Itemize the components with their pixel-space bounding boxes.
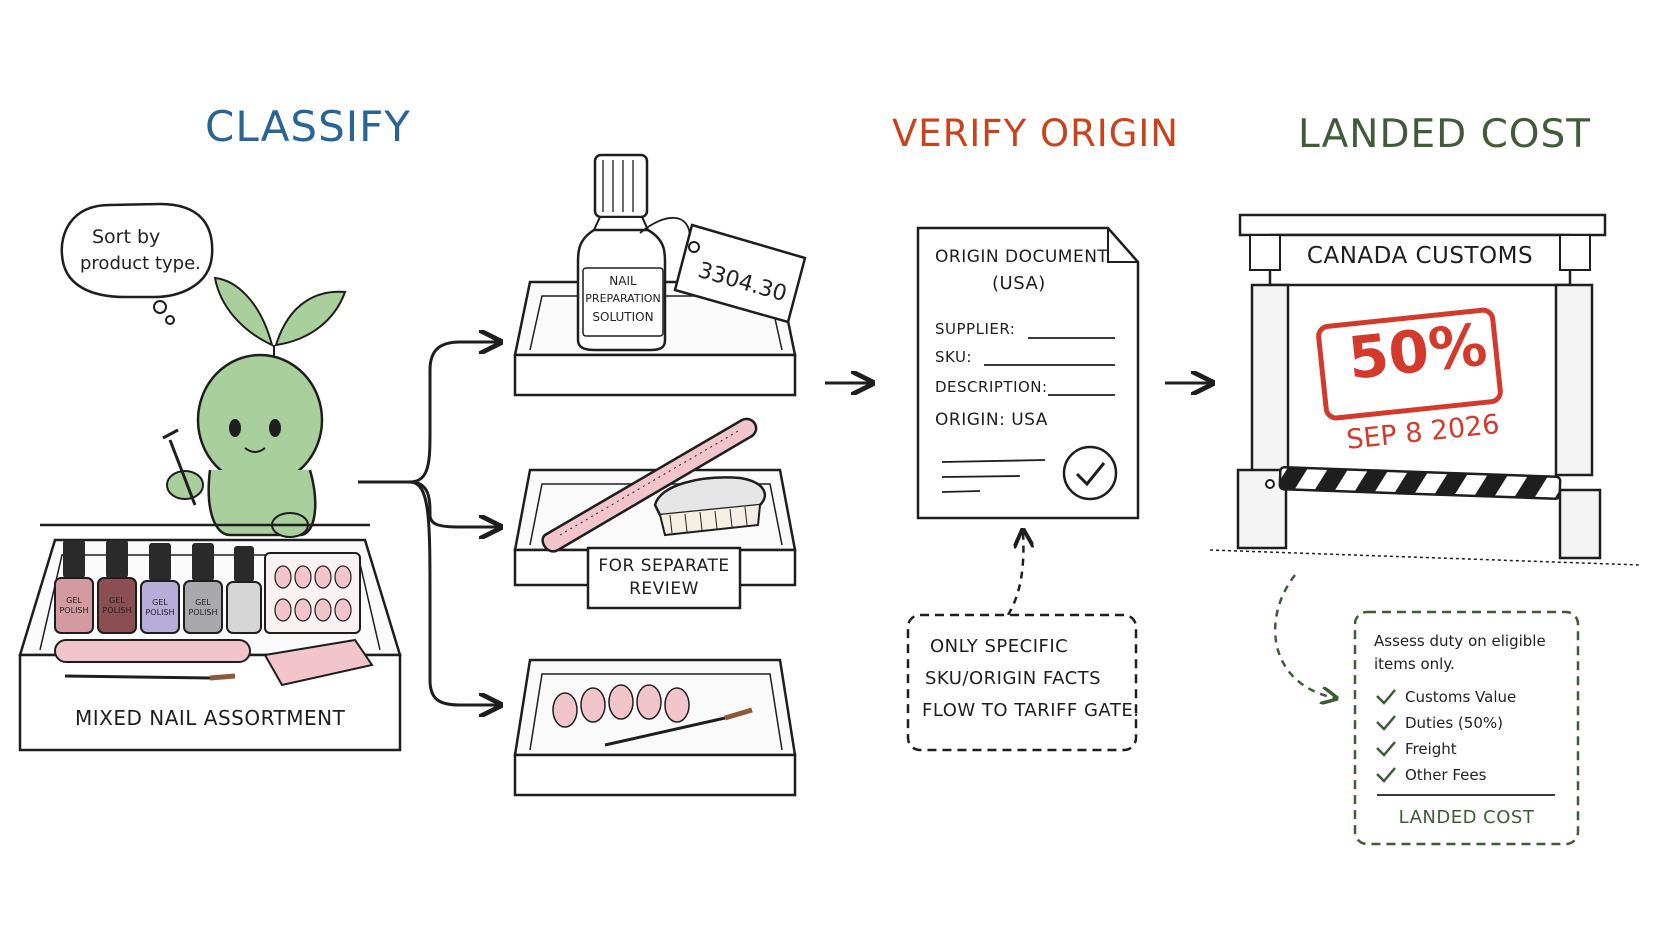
check-icon (1376, 715, 1396, 731)
prep-bottle-label-1: NAIL (609, 274, 637, 288)
dashed-arrow-to-document (1006, 532, 1023, 616)
cost-item: Other Fees (1405, 766, 1487, 784)
polish-bottle (183, 543, 223, 634)
check-icons (1376, 689, 1396, 783)
dashed-arrow-to-cost-box (1273, 574, 1335, 698)
separate-review-line-1: FOR SEPARATE (598, 556, 730, 576)
buffer-block (263, 638, 374, 687)
prep-bottle-label-3: SOLUTION (592, 310, 654, 324)
polish-label: GEL POLISH (102, 596, 132, 615)
cost-intro-line-2: items only. (1374, 655, 1455, 673)
separate-review-note (586, 546, 742, 610)
step-title-landed-cost: LANDED COST (1298, 112, 1592, 157)
polish-bottle (54, 540, 94, 634)
note-box-line-1: ONLY SPECIFIC (930, 636, 1069, 657)
origin-doc-field-supplier: SUPPLIER: (935, 320, 1016, 338)
emery-board (541, 417, 758, 553)
polish-bottles (54, 540, 262, 634)
customs-gate (1209, 213, 1641, 566)
cost-box (1353, 610, 1580, 846)
origin-document (916, 226, 1140, 520)
branch-arrows (358, 342, 498, 705)
speech-bubble-line-1: Sort by (92, 226, 161, 248)
check-icon (1376, 741, 1396, 757)
speech-bubble-line-2: product type. (80, 253, 201, 274)
check-icon (1376, 689, 1396, 705)
nail-brush (653, 476, 766, 537)
cost-intro-line-1: Assess duty on eligible (1374, 632, 1546, 650)
origin-doc-field-sku: SKU: (935, 348, 972, 366)
polish-label: GEL POLISH (145, 598, 175, 617)
origin-doc-title: ORIGIN DOCUMENT (935, 247, 1109, 267)
press-on-nail-pack (264, 552, 361, 634)
polish-bottle (140, 543, 180, 634)
note-box-line-2: SKU/ORIGIN FACTS (925, 668, 1102, 689)
stamp-rate: 50% (1345, 310, 1491, 393)
separate-review-line-2: REVIEW (629, 579, 699, 599)
polish-bottle (226, 546, 262, 634)
origin-doc-country: (USA) (992, 273, 1046, 294)
cost-item: Duties (50%) (1405, 714, 1503, 732)
tray-press-ons (513, 658, 797, 797)
nail-prep-bottle (576, 153, 667, 352)
cost-total: LANDED COST (1398, 807, 1535, 828)
polish-label: GEL POLISH (188, 598, 218, 617)
cost-item: Freight (1405, 740, 1457, 758)
step-title-classify: CLASSIFY (205, 102, 411, 151)
origin-doc-field-description: DESCRIPTION: (935, 378, 1048, 396)
speech-bubble (60, 202, 214, 325)
duty-stamp (1316, 307, 1503, 421)
check-icon (1062, 445, 1118, 501)
prep-bottle-label-2: PREPARATION (585, 292, 661, 305)
origin-doc-origin: ORIGIN: USA (935, 410, 1048, 430)
sprout-character (162, 276, 347, 538)
nail-file-and-brush (54, 639, 251, 681)
assortment-label: MIXED NAIL ASSORTMENT (75, 706, 346, 730)
check-icon (1376, 767, 1396, 783)
polish-label: GEL POLISH (59, 596, 89, 615)
note-box-line-3: FLOW TO TARIFF GATE. (922, 700, 1140, 721)
polish-bottle (97, 540, 137, 634)
step-title-verify-origin: VERIFY ORIGIN (892, 112, 1179, 155)
hs-code-tag (639, 216, 807, 324)
cost-item: Customs Value (1405, 688, 1517, 706)
customs-sign: CANADA CUSTOMS (1306, 243, 1534, 269)
note-box (906, 613, 1138, 752)
